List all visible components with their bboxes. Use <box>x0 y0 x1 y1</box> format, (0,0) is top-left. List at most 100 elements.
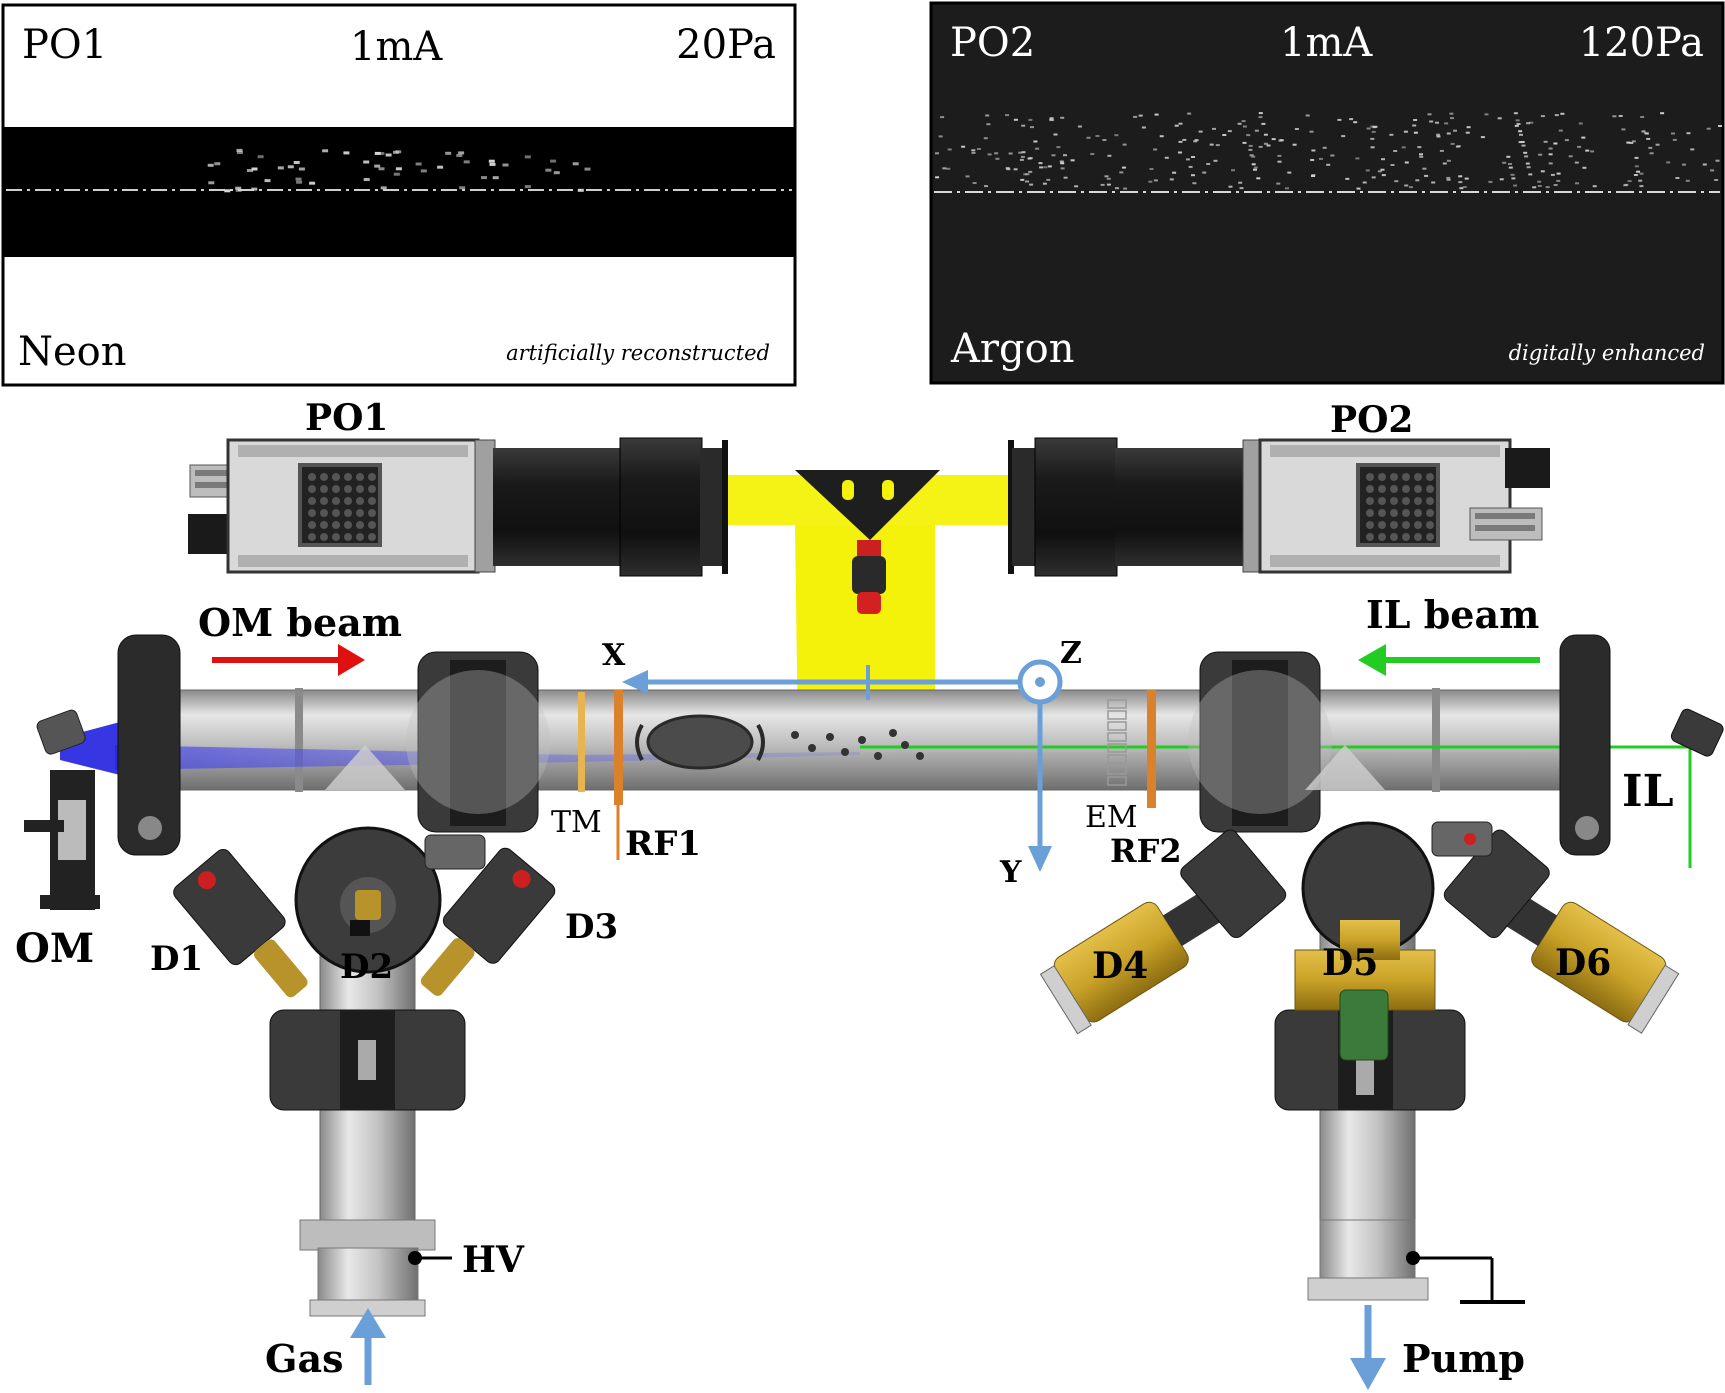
dust-particle <box>1612 115 1617 118</box>
dust-particle <box>1192 182 1197 185</box>
dust-particle <box>965 175 970 178</box>
dust-particle <box>1621 128 1626 131</box>
dust-particle <box>236 148 243 152</box>
dust-particle <box>972 182 977 184</box>
dust-particle <box>1021 151 1026 154</box>
dust-particle <box>1122 143 1127 146</box>
dust-particle <box>1251 163 1256 166</box>
grill-hole <box>332 509 340 517</box>
panel-current-label: 1mA <box>350 24 443 70</box>
dust-particle <box>1408 186 1413 189</box>
dust-particle <box>1006 168 1011 171</box>
dust-particle <box>1424 174 1429 177</box>
dust-particle <box>437 165 444 169</box>
dust-particle <box>393 150 399 154</box>
dust-particle <box>1063 154 1067 157</box>
dust-particle <box>1640 116 1645 118</box>
grill-hole <box>1414 509 1422 517</box>
dust-particle <box>791 731 799 739</box>
dust-particle <box>1021 124 1026 127</box>
dust-particle <box>1592 185 1597 188</box>
dust-particle <box>1639 172 1644 175</box>
dust-particle <box>1439 149 1444 152</box>
rf2-electrode <box>1147 690 1156 808</box>
dust-particle <box>1107 154 1112 157</box>
grill-hole <box>320 497 328 505</box>
dust-particle <box>1465 131 1470 134</box>
dust-particle <box>1353 121 1358 124</box>
grill-hole <box>1366 497 1374 505</box>
dust-particle <box>1148 180 1153 183</box>
label-d4: D4 <box>1092 945 1148 987</box>
dust-particle <box>1450 142 1455 145</box>
grill-hole <box>1426 509 1434 517</box>
dust-particle <box>889 729 897 737</box>
dust-particle <box>1222 134 1227 136</box>
dust-particle <box>1202 171 1207 174</box>
label-rf1: RF1 <box>625 824 701 864</box>
dust-particle <box>1436 135 1441 138</box>
dust-particle <box>1626 141 1631 144</box>
label-d5: D5 <box>1322 942 1378 984</box>
grill-hole <box>308 473 316 481</box>
dust-particle <box>1706 127 1711 130</box>
dust-particle <box>1550 173 1555 176</box>
dust-particle <box>1372 126 1377 129</box>
dust-particle <box>1115 187 1119 190</box>
grill-hole <box>332 485 340 493</box>
dust-particle <box>1070 159 1075 162</box>
dust-particle <box>1193 140 1198 143</box>
mesh-cell <box>1107 754 1127 764</box>
grill-hole <box>1366 473 1374 481</box>
dust-particle <box>946 167 951 170</box>
om-device <box>24 709 100 910</box>
dust-particle <box>1558 129 1563 132</box>
dust-particle <box>1123 187 1128 190</box>
dust-particle <box>1213 159 1218 162</box>
dust-particle <box>1381 158 1385 161</box>
dust-particle <box>1033 140 1038 143</box>
dust-particle <box>1114 134 1119 137</box>
dust-particle <box>1702 163 1707 166</box>
dust-particle <box>1646 137 1651 140</box>
dust-particle <box>1215 144 1220 147</box>
dust-particle <box>1322 146 1327 149</box>
dust-particle <box>983 137 988 140</box>
label-pump: Pump <box>1402 1336 1525 1381</box>
dust-particle <box>1242 141 1247 144</box>
dust-particle <box>1446 176 1451 179</box>
dust-particle <box>1276 182 1281 185</box>
grill-hole <box>368 485 376 493</box>
dust-particle <box>971 149 976 152</box>
dust-particle <box>976 148 981 150</box>
grill-hole <box>1414 533 1422 541</box>
dust-particle <box>1191 156 1195 158</box>
dust-particle <box>1258 116 1263 119</box>
dust-particle <box>1644 132 1649 135</box>
panel-pressure-label: 20Pa <box>676 22 776 68</box>
dust-particle <box>489 162 496 166</box>
dust-particle <box>1631 140 1636 143</box>
dust-particle <box>1356 187 1361 190</box>
dust-particle <box>247 169 253 172</box>
dust-particle <box>1341 135 1346 138</box>
dust-particle <box>1326 163 1331 166</box>
dust-particle <box>553 171 560 175</box>
dust-particle <box>1292 143 1297 146</box>
dust-particle <box>1582 166 1587 169</box>
dust-particle <box>1133 115 1138 118</box>
dust-particle <box>1449 112 1454 115</box>
dust-particle <box>874 752 882 760</box>
dust-particle <box>947 148 952 151</box>
dust-particle <box>1102 139 1107 141</box>
dust-particle <box>971 151 976 154</box>
dust-particle <box>1060 162 1065 165</box>
dust-particle <box>1670 132 1675 135</box>
dust-particle <box>1025 173 1030 176</box>
dust-particle <box>287 165 294 169</box>
dust-particle <box>1458 181 1463 184</box>
grill-hole <box>344 497 352 505</box>
dust-particle <box>1455 145 1460 148</box>
dust-particle <box>393 172 400 176</box>
dust-particle <box>994 152 999 155</box>
